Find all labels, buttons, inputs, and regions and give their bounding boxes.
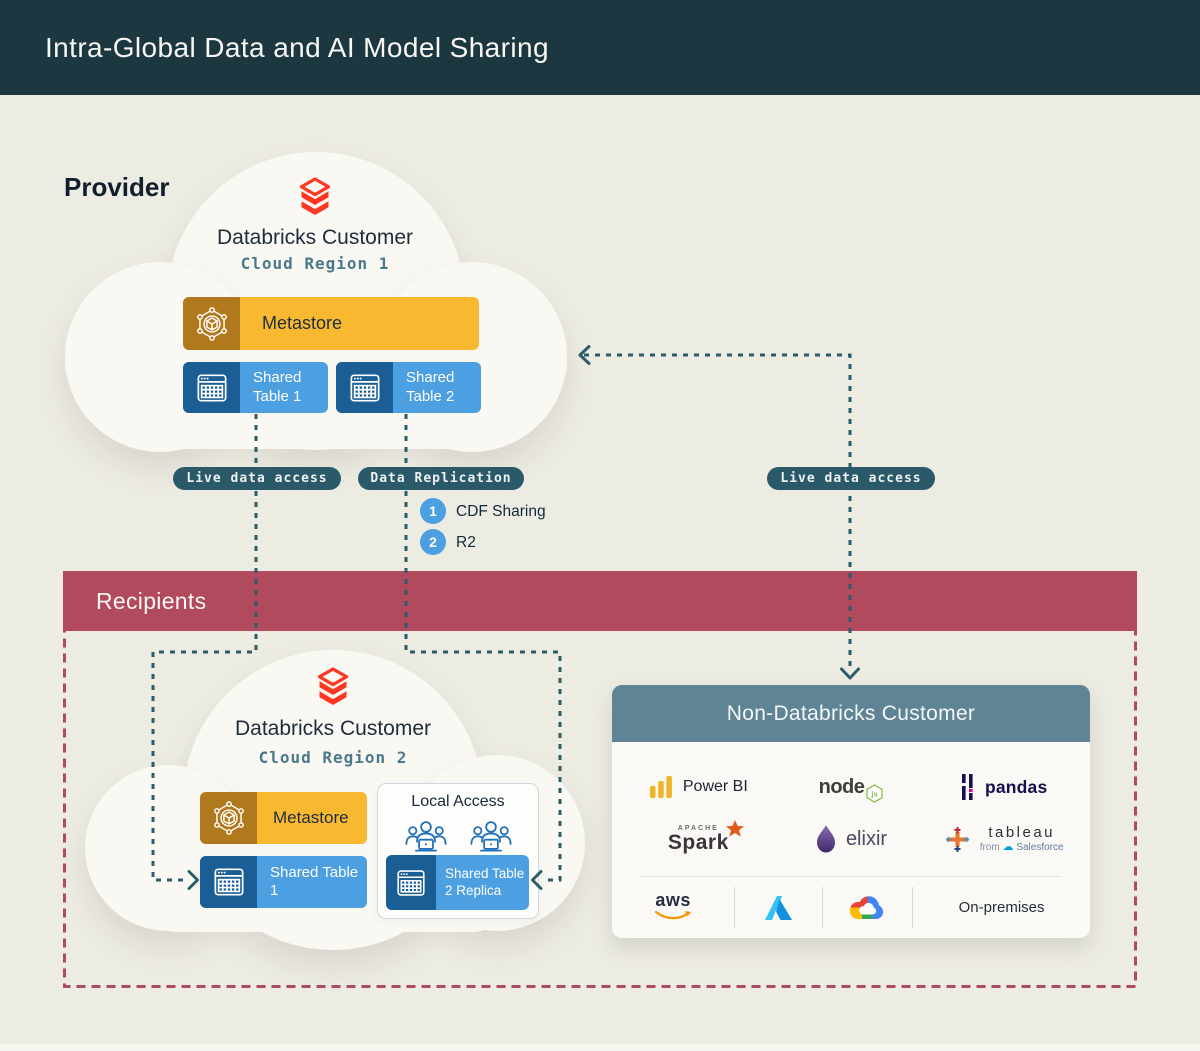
pandas-icon [961,774,973,800]
tableau-logo: tableau from ☁ Salesforce [927,816,1080,862]
step-2-label: R2 [456,534,476,551]
data-replication-pill: Data Replication [358,467,524,490]
recipients-label: Recipients [96,587,207,614]
table-icon [336,362,393,413]
shared-table-1-label: Shared Table 1 [253,369,302,405]
elixir-label: elixir [845,827,888,850]
arrowhead-left-icon [578,345,591,365]
on-premises-label: On-premises [958,899,1045,916]
nodejs-label: node [818,775,865,798]
tools-row-2: APACHE Spark elixir [622,816,1080,862]
recipient-region-label: Cloud Region 2 [258,748,408,767]
recipient-shared-table-1: Shared Table 1 [200,856,367,908]
table-icon [183,362,240,413]
google-cloud-logo [823,887,914,928]
tools-row-1: Power BI node js pandas [622,764,1080,810]
spark-label: Spark [667,831,729,854]
recipients-band: Recipients [63,571,1137,631]
provider-metastore-bar: Metastore [183,297,479,350]
users-laptop-icon [404,821,447,852]
bottom-strip [0,1044,1200,1051]
tableau-icon [945,826,969,852]
from-label: from [979,842,1000,854]
live-data-access-pill-right: Live data access [767,467,935,490]
shared-table-2-label: Shared Table 2 [406,369,455,405]
provider-customer-title: Databricks Customer [216,226,414,249]
aws-smile-icon [655,910,692,919]
recipient-metastore-bar: Metastore [200,792,367,844]
local-access-title: Local Access [411,793,505,810]
azure-logo [735,887,823,928]
elixir-drop-icon [816,825,835,853]
nodejs-js-badge: js [871,789,878,798]
non-databricks-title: Non-Databricks Customer [726,701,976,725]
tableau-label: tableau [988,824,1056,842]
on-premises-label-cell: On-premises [913,887,1090,928]
users-laptop-icon [469,821,512,852]
metastore-label: Metastore [262,312,343,333]
pandas-logo: pandas [927,764,1080,810]
power-bi-label: Power BI [682,778,748,795]
tableau-subtext: from ☁ Salesforce [980,841,1064,854]
salesforce-cloud-icon: ☁ [1002,841,1014,854]
provider-region-label: Cloud Region 1 [240,254,390,273]
step-1-label: CDF Sharing [456,503,546,520]
metastore-icon [183,297,240,350]
live-data-access-pill-left: Live data access [173,467,341,490]
table-icon [386,855,436,910]
shared-table-2-replica-label: Shared Table 2 Replica [445,866,525,898]
provider-shared-table-1: Shared Table 1 [183,362,328,413]
metastore-label: Metastore [273,807,349,827]
nodejs-logo: node js [775,764,928,810]
metastore-icon [200,792,257,844]
pandas-label: pandas [984,776,1048,797]
platforms-row: aws [612,877,1090,938]
elixir-logo: elixir [775,816,928,862]
apache-spark-logo: APACHE Spark [622,816,775,862]
arrowhead-down-icon [840,667,860,680]
non-databricks-header: Non-Databricks Customer [612,685,1090,742]
page-title: Intra-Global Data and AI Model Sharing [45,31,549,63]
spark-star-icon [725,820,744,837]
provider-shared-table-2: Shared Table 2 [336,362,481,413]
power-bi-icon [649,776,672,798]
azure-icon [764,895,792,920]
databricks-logo-icon [291,176,339,220]
power-bi-logo: Power BI [622,764,775,810]
aws-logo: aws [612,887,736,928]
google-cloud-icon [849,895,884,919]
local-access-box: Local Access Shared Table 2 Replica [377,783,539,919]
provider-label: Provider [64,172,170,202]
recipient-customer-title: Databricks Customer [234,717,432,740]
header-bar: Intra-Global Data and AI Model Sharing [0,0,1200,95]
databricks-logo-icon [309,666,357,710]
step-1-badge: 1 [420,498,446,524]
table-icon [200,856,257,908]
non-databricks-box: Non-Databricks Customer Power BI node js [612,685,1090,938]
shared-table-2-replica: Shared Table 2 Replica [386,855,529,910]
step-2-badge: 2 [420,529,446,555]
shared-table-1-label: Shared Table 1 [270,863,359,899]
aws-label: aws [655,889,691,910]
salesforce-label: Salesforce [1016,842,1064,854]
nodejs-hexagon-icon: js [866,783,883,803]
